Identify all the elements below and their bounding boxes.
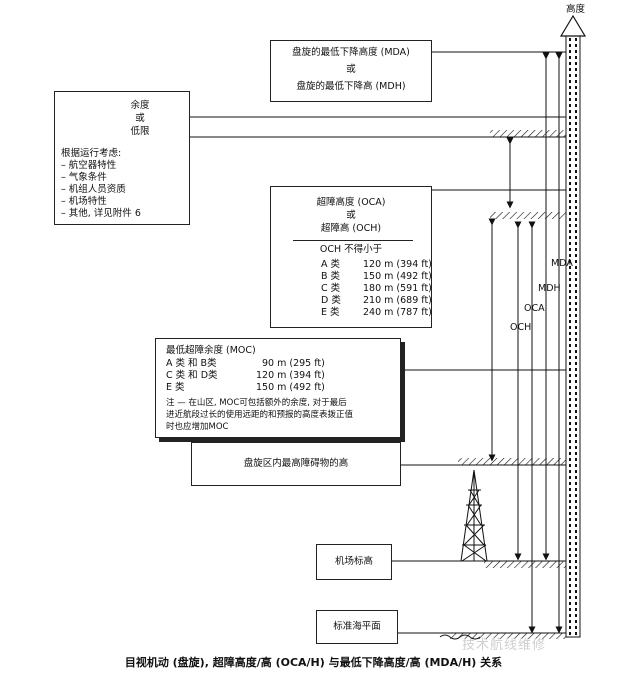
obstacle-label: 盘旋区内最高障碍物的高 <box>243 458 349 469</box>
moc-title: 最低超障余度 (MOC) <box>166 345 256 356</box>
och-label: OCH <box>510 322 532 333</box>
oca-label: OCA <box>524 303 545 314</box>
mda-line3: 盘旋的最低下降高 (MDH) <box>296 81 406 92</box>
tower-obstacle <box>460 469 488 562</box>
mdh-label: MDH <box>538 283 561 294</box>
margin-line2: 或 <box>135 113 145 124</box>
oca-line3: 超障高 (OCH) <box>320 223 382 234</box>
moc-note-line: 进近航段过长的使用远距的和预报的高度表拨正值 <box>166 410 354 420</box>
moc-note-line: 时也应增加MOC <box>166 422 229 432</box>
moc-value: 150 m (492 ft) <box>256 382 325 393</box>
consideration-item: – 机场特性 <box>61 196 107 207</box>
moc-cat: A 类 和 B类 <box>166 358 217 369</box>
och-cat: A 类 <box>321 259 341 270</box>
moc-cat: C 类 和 D类 <box>166 370 218 381</box>
margin-box: 余度 或 低限 根据运行考虑: – 航空器特性 – 气象条件 – 机组人员资质 … <box>54 91 190 225</box>
oca-line2: 或 <box>346 210 356 221</box>
considerations-title: 根据运行考虑: <box>61 148 122 159</box>
airport-label: 机场标高 <box>334 556 373 567</box>
moc-note-line: 注 — 在山区, MOC可包括额外的余度, 对于最后 <box>166 398 347 408</box>
hatch-obstacle <box>458 458 566 465</box>
oca-box: 超障高度 (OCA) 或 超障高 (OCH) OCH 不得小于 A 类 120 … <box>270 186 432 328</box>
consideration-item: – 其他, 详见附件 6 <box>61 208 141 219</box>
moc-box: 最低超障余度 (MOC) A 类 和 B类 90 m (295 ft) C 类 … <box>155 338 401 438</box>
mda-label: MDA <box>551 258 573 269</box>
och-value: 240 m (787 ft) <box>363 307 432 318</box>
och-value: 210 m (689 ft) <box>363 295 432 306</box>
och-value: 120 m (394 ft) <box>363 259 432 270</box>
hatch-mda <box>490 130 566 137</box>
mda-box: 盘旋的最低下降高度 (MDA) 或 盘旋的最低下降高 (MDH) <box>270 40 432 102</box>
consideration-item: – 航空器特性 <box>61 160 117 171</box>
oca-line1: 超障高度 (OCA) <box>316 197 386 208</box>
altitude-axis-label: 高度 <box>566 4 586 15</box>
obstacle-box: 盘旋区内最高障碍物的高 <box>191 442 401 486</box>
mda-line2: 或 <box>346 64 356 75</box>
hatch-oca <box>490 212 566 219</box>
oca-divider <box>293 240 413 241</box>
och-title: OCH 不得小于 <box>319 244 383 255</box>
hatch-msl <box>450 633 566 639</box>
moc-value: 90 m (295 ft) <box>262 358 325 369</box>
msl-box: 标准海平面 <box>316 610 398 644</box>
consideration-item: – 机组人员资质 <box>61 184 126 195</box>
margin-line1: 余度 <box>130 100 150 111</box>
moc-cat: E 类 <box>166 382 185 393</box>
mda-line1: 盘旋的最低下降高度 (MDA) <box>292 47 410 58</box>
figure-caption: 目视机动 (盘旋), 超障高度/高 (OCA/H) 与最低下降高度/高 (MDA… <box>124 656 503 669</box>
och-cat: C 类 <box>321 283 341 294</box>
consideration-item: – 气象条件 <box>61 172 107 183</box>
moc-value: 120 m (394 ft) <box>256 370 325 381</box>
och-value: 180 m (591 ft) <box>363 283 432 294</box>
och-cat: B 类 <box>321 271 341 282</box>
hatch-airport <box>484 561 566 568</box>
och-cat: E 类 <box>321 307 340 318</box>
altitude-bar <box>559 14 587 638</box>
watermark: 技术航线维修 <box>462 638 547 653</box>
och-cat: D 类 <box>321 295 341 306</box>
airport-box: 机场标高 <box>316 544 392 580</box>
och-value: 150 m (492 ft) <box>363 271 432 282</box>
margin-line3: 低限 <box>130 126 150 137</box>
msl-label: 标准海平面 <box>333 621 381 632</box>
